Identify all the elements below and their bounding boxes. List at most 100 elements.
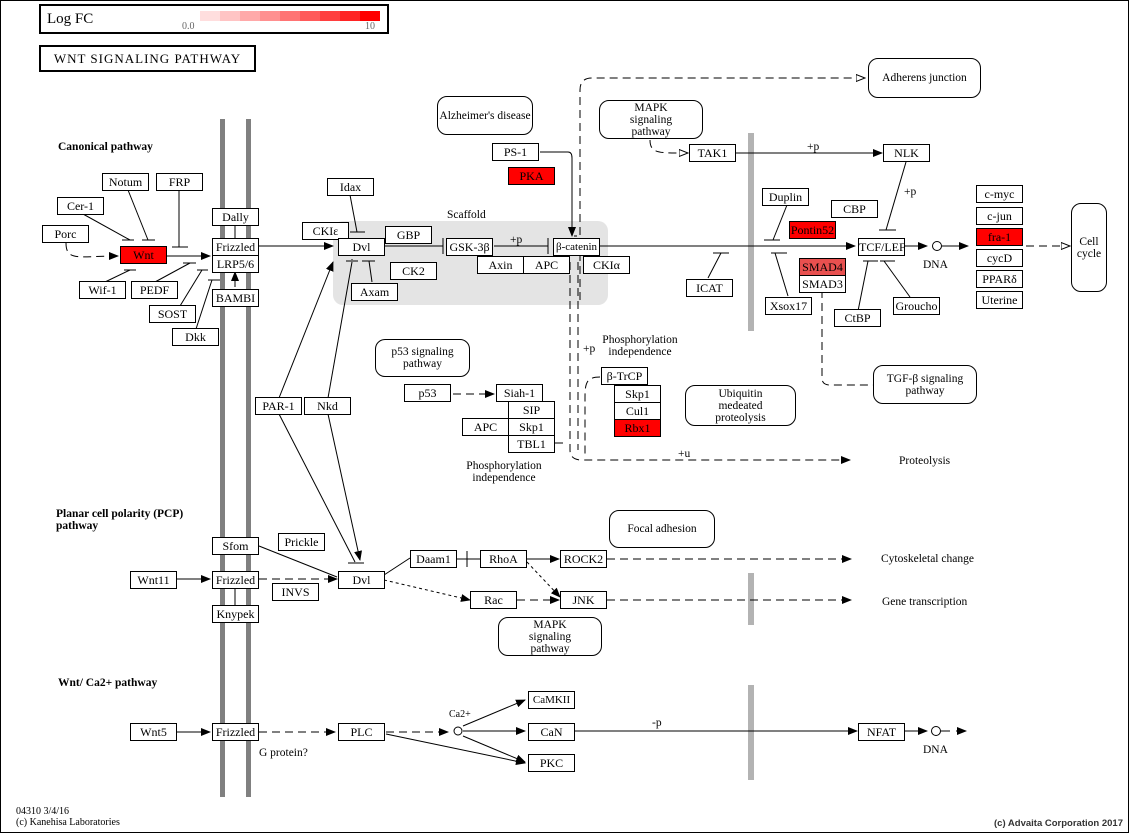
legend-color-scale — [200, 11, 380, 21]
pathway-mapk-signaling-2[interactable]: MAPK signaling pathway — [498, 617, 602, 656]
gene-dkk[interactable]: Dkk — [172, 328, 219, 346]
gene-cycd[interactable]: cycD — [976, 249, 1023, 267]
scale-step — [360, 11, 380, 21]
gene-axin[interactable]: Axin — [477, 256, 524, 274]
label-proteolysis: Proteolysis — [899, 455, 951, 467]
gene-axam[interactable]: Axam — [351, 283, 398, 301]
gene-cbp[interactable]: CBP — [831, 200, 878, 218]
gene-knypek[interactable]: Knypek — [212, 605, 259, 623]
gene-rac[interactable]: Rac — [470, 591, 517, 609]
gene-ps1[interactable]: PS-1 — [492, 143, 539, 161]
gene-c-myc[interactable]: c-myc — [976, 185, 1023, 203]
gene-tak1[interactable]: TAK1 — [689, 144, 736, 162]
gene-frizzled-pcp[interactable]: Frizzled — [212, 571, 259, 589]
label-plus-p: +p — [807, 141, 820, 153]
pathway-alzheimers[interactable]: Alzheimer's disease — [437, 96, 533, 135]
gene-prickle[interactable]: Prickle — [278, 533, 325, 551]
gene-xsox17[interactable]: Xsox17 — [765, 297, 812, 315]
gene-gbp[interactable]: GBP — [385, 226, 432, 244]
gene-apc-2[interactable]: APC — [462, 418, 509, 436]
gene-icat[interactable]: ICAT — [686, 279, 733, 297]
gene-skp1-b[interactable]: Skp1 — [614, 385, 661, 403]
gene-ckia[interactable]: CKIα — [583, 256, 630, 274]
scale-step — [340, 11, 360, 21]
gene-pka[interactable]: PKA — [508, 167, 555, 185]
gene-plc[interactable]: PLC — [338, 723, 385, 741]
gene-rhoa[interactable]: RhoA — [480, 550, 527, 568]
gene-pedf[interactable]: PEDF — [131, 281, 178, 299]
gene-gsk3b[interactable]: GSK-3β — [446, 238, 493, 256]
gene-sip[interactable]: SIP — [508, 401, 555, 419]
gene-porc[interactable]: Porc — [42, 225, 89, 243]
gene-wif1[interactable]: Wif-1 — [79, 281, 126, 299]
gene-skp1[interactable]: Skp1 — [508, 418, 555, 436]
label-g-protein: G protein? — [259, 747, 308, 759]
gene-smad4[interactable]: SMAD4 — [799, 258, 846, 276]
gene-jnk[interactable]: JNK — [560, 591, 607, 609]
membrane-bar — [246, 119, 251, 797]
scale-step — [220, 11, 240, 21]
gene-daam1[interactable]: Daam1 — [410, 550, 457, 568]
pathway-mapk-signaling[interactable]: MAPK signaling pathway — [599, 100, 703, 139]
gene-ckie[interactable]: CKIε — [302, 222, 349, 240]
gene-ppard[interactable]: PPARδ — [976, 270, 1023, 288]
pathway-p53-signaling[interactable]: p53 signaling pathway — [375, 339, 470, 377]
gene-pkc[interactable]: PKC — [528, 754, 575, 772]
gene-idax[interactable]: Idax — [327, 178, 374, 196]
gene-ck2[interactable]: CK2 — [390, 262, 437, 280]
gene-par1[interactable]: PAR-1 — [255, 397, 302, 415]
gene-apc[interactable]: APC — [523, 256, 570, 274]
label-phosphorylation-independence: Phosphorylation independence — [466, 460, 542, 484]
gene-groucho[interactable]: Groucho — [893, 297, 940, 315]
gene-cer1[interactable]: Cer-1 — [57, 197, 104, 215]
gene-can[interactable]: CaN — [528, 723, 575, 741]
gene-p53[interactable]: p53 — [404, 384, 451, 402]
gene-beta-catenin[interactable]: β-catenin — [553, 238, 600, 256]
pathway-ubiquitin-proteolysis[interactable]: Ubiquitin medeated proteolysis — [685, 385, 796, 426]
pathway-cell-cycle[interactable]: Cell cycle — [1071, 203, 1107, 292]
pathway-tgf-beta-signaling[interactable]: TGF-β signaling pathway — [873, 365, 977, 404]
gene-tbl1[interactable]: TBL1 — [508, 435, 555, 453]
footer-id-date: 04310 3/4/16 — [16, 806, 70, 817]
gene-nlk[interactable]: NLK — [883, 144, 930, 162]
gene-dvl[interactable]: Dvl — [338, 238, 385, 256]
gene-smad3[interactable]: SMAD3 — [799, 275, 846, 293]
gene-duplin[interactable]: Duplin — [762, 188, 809, 206]
section-ca: Wnt/ Ca2+ pathway — [58, 677, 158, 689]
gene-cul1[interactable]: Cul1 — [614, 402, 661, 420]
gene-tcf-lef[interactable]: TCF/LEF — [858, 238, 905, 256]
gene-frizzled[interactable]: Frizzled — [212, 238, 259, 256]
gene-sost[interactable]: SOST — [149, 305, 196, 323]
gene-invs[interactable]: INVS — [272, 583, 319, 601]
gene-pontin52[interactable]: Pontin52 — [789, 221, 836, 239]
gene-rock2[interactable]: ROCK2 — [560, 550, 607, 568]
gene-dvl-pcp[interactable]: Dvl — [338, 571, 385, 589]
gene-wnt[interactable]: Wnt — [120, 246, 167, 264]
gene-ctbp[interactable]: CtBP — [834, 309, 881, 327]
gene-notum[interactable]: Notum — [102, 173, 149, 191]
scale-step — [260, 11, 280, 21]
gene-nkd[interactable]: Nkd — [304, 397, 351, 415]
gene-beta-trcp[interactable]: β-TrCP — [601, 367, 648, 385]
gene-fra-1[interactable]: fra-1 — [976, 228, 1023, 246]
gene-bambi[interactable]: BAMBI — [212, 289, 259, 307]
gene-rbx1[interactable]: Rbx1 — [614, 419, 661, 437]
label-minus-p: -p — [652, 717, 662, 729]
gene-dally[interactable]: Dally — [212, 208, 259, 226]
pathway-adherens-junction[interactable]: Adherens junction — [868, 58, 981, 98]
gene-uterine[interactable]: Uterine — [976, 291, 1023, 309]
gene-nfat[interactable]: NFAT — [858, 723, 905, 741]
gene-lrp56[interactable]: LRP5/6 — [212, 255, 259, 273]
gene-sfom[interactable]: Sfom — [212, 537, 259, 555]
legend: Log FC 0.0 10 — [39, 4, 389, 34]
pathway-focal-adhesion[interactable]: Focal adhesion — [609, 510, 715, 548]
gene-siah1[interactable]: Siah-1 — [496, 384, 543, 402]
gene-c-jun[interactable]: c-jun — [976, 207, 1023, 225]
gene-frp[interactable]: FRP — [156, 173, 203, 191]
gene-camkii[interactable]: CaMKII — [528, 691, 575, 709]
label-plus-u: +u — [678, 448, 691, 460]
gene-wnt5[interactable]: Wnt5 — [130, 723, 177, 741]
gene-frizzled-ca[interactable]: Frizzled — [212, 723, 259, 741]
gene-wnt11[interactable]: Wnt11 — [130, 571, 177, 589]
